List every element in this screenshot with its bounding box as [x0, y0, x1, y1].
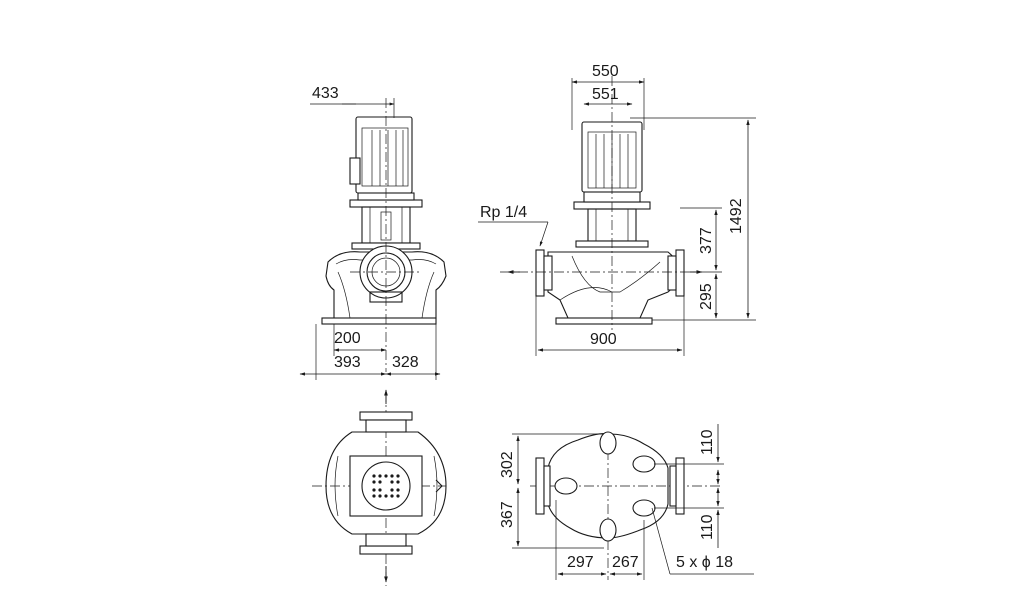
- dim-295-label: 295: [698, 283, 715, 310]
- impeller-holes: [372, 474, 400, 498]
- dim-367-label: 367: [499, 501, 516, 528]
- dim-433-label: 433: [312, 85, 339, 102]
- top-view: [312, 389, 447, 586]
- dim-550-label: 550: [592, 63, 619, 80]
- dim-267-label: 267: [612, 554, 639, 571]
- dim-377-label: 377: [698, 227, 715, 254]
- dim-900-label: 900: [590, 331, 617, 348]
- dim-393-label: 393: [334, 354, 361, 371]
- mounting-holes-label: 5 x ϕ 18: [676, 554, 733, 571]
- dim-297-label: 297: [567, 554, 594, 571]
- dim-110-lower-label: 110: [699, 514, 716, 540]
- dim-200-label: 200: [334, 330, 361, 347]
- mounting-holes: [554, 431, 656, 542]
- foot-view: 302 367 110 110 297 267 5 x ϕ 18: [499, 424, 754, 580]
- side-view: Rp 1/4 550 551 1492 377 295 900: [478, 63, 756, 356]
- dim-1492-label: 1492: [728, 198, 745, 234]
- front-view: 433 200 393 328: [299, 85, 447, 380]
- dim-110-upper-label: 110: [699, 429, 716, 455]
- pipe-connection-label: Rp 1/4: [480, 204, 527, 221]
- dim-328-label: 328: [392, 354, 419, 371]
- dim-551-label: 551: [592, 86, 619, 103]
- dim-302-label: 302: [499, 451, 516, 478]
